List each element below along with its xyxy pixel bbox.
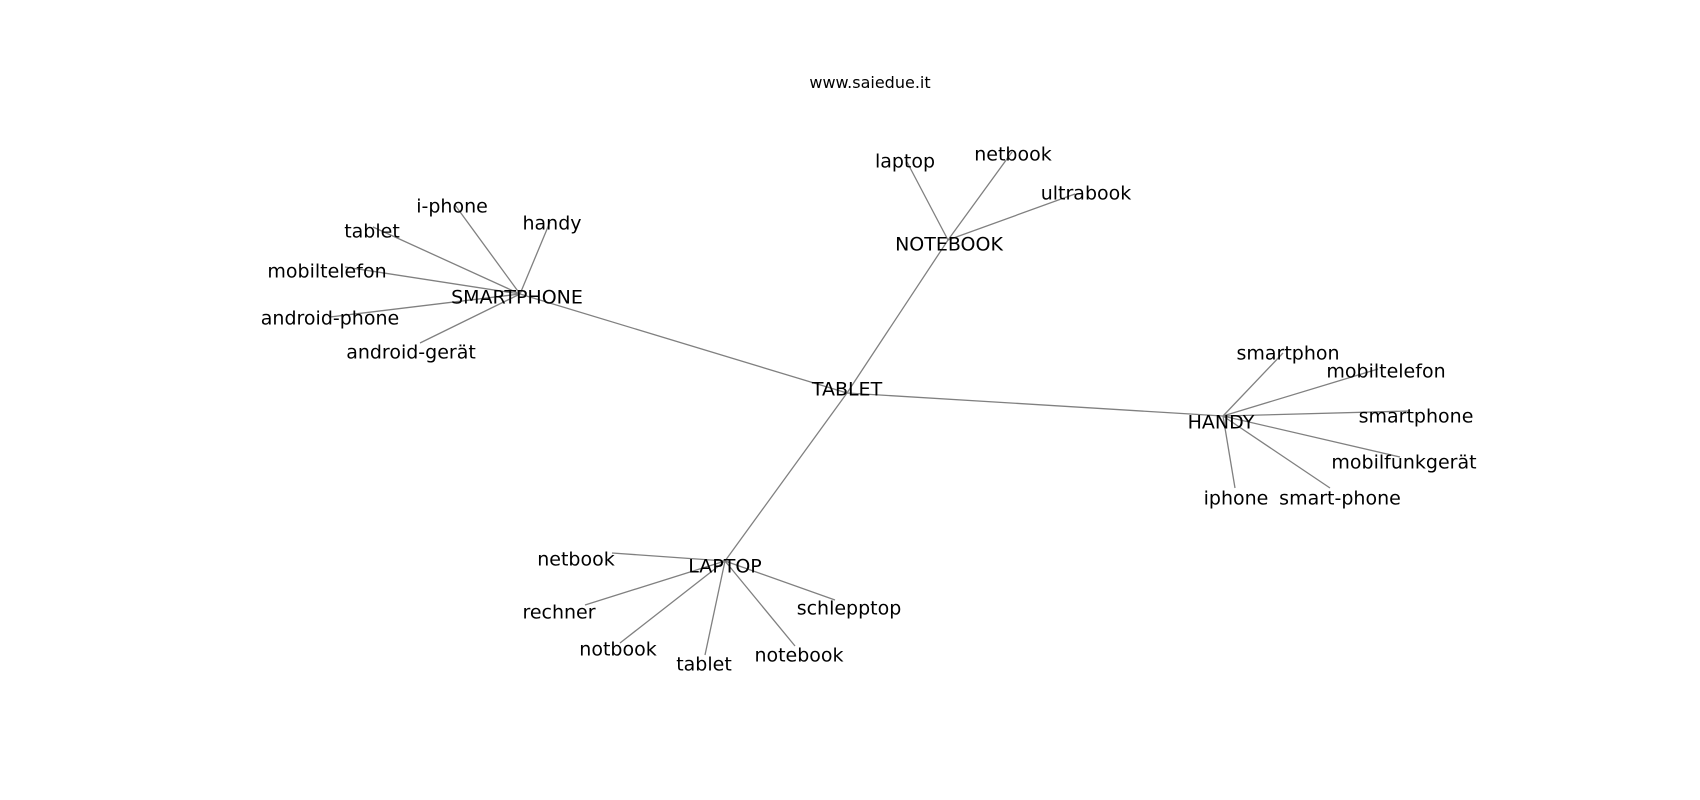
edge-smartphone_hub-sp_androidphone [329, 293, 521, 318]
edge-tablet_center-smartphone_hub [519, 293, 848, 394]
node-tablet-leaf: tablet [344, 221, 400, 243]
edge-laptop_hub-l_tablet [704, 560, 726, 656]
edge-laptop_hub-l_notbook [619, 560, 726, 644]
edge-smartphone_hub-sp_handy [519, 221, 551, 295]
node-netbook: netbook [974, 144, 1052, 166]
edge-handy_hub-h_smartdashphone [1222, 415, 1331, 489]
node-handy: HANDY [1188, 412, 1255, 434]
node-android-phone: android-phone [261, 308, 399, 330]
node-smartphone: SMARTPHONE [451, 287, 583, 309]
node-smartphone-leaf: smartphone [1359, 406, 1474, 428]
edge-handy_hub-h_mobiltelefon [1222, 368, 1379, 417]
edge-notebook_hub-nb_laptop [906, 161, 949, 241]
edge-smartphone_hub-sp_tablet [372, 226, 521, 295]
node-mobiltelefon: mobiltelefon [267, 261, 386, 283]
node-tablet-leaf: tablet [676, 654, 732, 676]
node-netbook: netbook [537, 549, 615, 571]
edge-notebook_hub-nb_netbook [947, 151, 1013, 241]
edge-smartphone_hub-sp_mobiltelefon [344, 266, 521, 295]
edge-smartphone_hub-sp_androidgeraet [419, 293, 521, 344]
node-i-phone: i-phone [416, 196, 488, 218]
edge-handy_hub-h_iphone [1222, 415, 1236, 489]
site-title: www.saiedue.it [809, 73, 930, 92]
label-layer: TABLET SMARTPHONE NOTEBOOK HANDY LAPTOP i-pho… [261, 144, 1477, 676]
node-laptop-leaf: laptop [875, 151, 935, 173]
node-notebook: NOTEBOOK [895, 234, 1003, 256]
node-android-geraet: android-gerät [346, 342, 476, 364]
edge-tablet_center-laptop_hub [724, 392, 848, 562]
node-notebook-leaf: notebook [754, 645, 843, 667]
node-mobiltelefon: mobiltelefon [1326, 361, 1445, 383]
edge-tablet_center-notebook_hub [846, 239, 949, 394]
edge-laptop_hub-l_notebook [724, 560, 796, 647]
node-ultrabook: ultrabook [1041, 183, 1132, 205]
node-notbook: notbook [579, 639, 656, 661]
node-tablet: TABLET [811, 379, 883, 401]
edge-laptop_hub-l_rechner [584, 560, 726, 606]
node-iphone: iphone [1204, 488, 1269, 510]
node-schlepptop: schlepptop [797, 598, 902, 620]
node-smart-phone: smart-phone [1279, 488, 1401, 510]
edge-notebook_hub-nb_ultrabook [947, 193, 1076, 241]
edge-laptop_hub-l_netbook [611, 552, 726, 562]
edge-layer [329, 151, 1411, 656]
edge-smartphone_hub-sp_iphone [454, 204, 521, 295]
node-rechner: rechner [522, 602, 595, 624]
edge-handy_hub-h_smartphon [1222, 352, 1284, 417]
edge-laptop_hub-l_schlepptop [724, 560, 836, 601]
edge-handy_hub-h_mobilfunkgeraet [1222, 415, 1401, 458]
node-mobilfunkgeraet: mobilfunkgerät [1331, 452, 1476, 474]
node-laptop: LAPTOP [688, 556, 762, 578]
edge-tablet_center-handy_hub [846, 392, 1224, 417]
node-smartphon: smartphon [1236, 343, 1339, 365]
edge-handy_hub-h_smartphone [1222, 410, 1411, 417]
node-handy-leaf: handy [522, 213, 581, 235]
